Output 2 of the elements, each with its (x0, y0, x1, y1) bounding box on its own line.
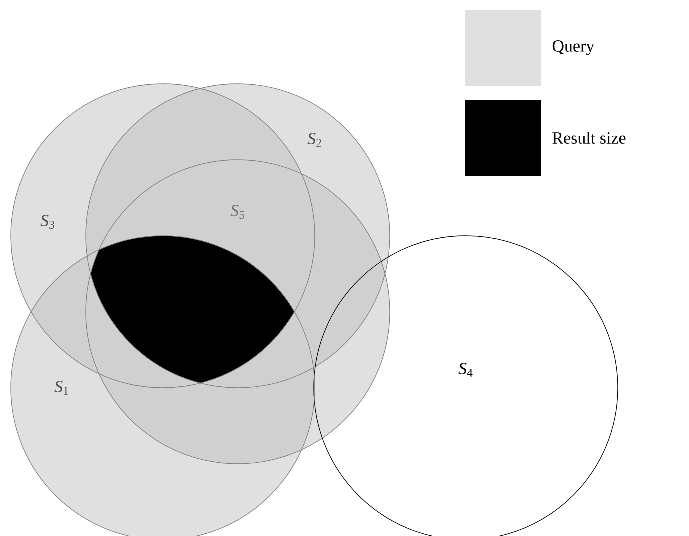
legend-label: Result size (552, 132, 626, 144)
legend-label: Query (552, 40, 595, 56)
